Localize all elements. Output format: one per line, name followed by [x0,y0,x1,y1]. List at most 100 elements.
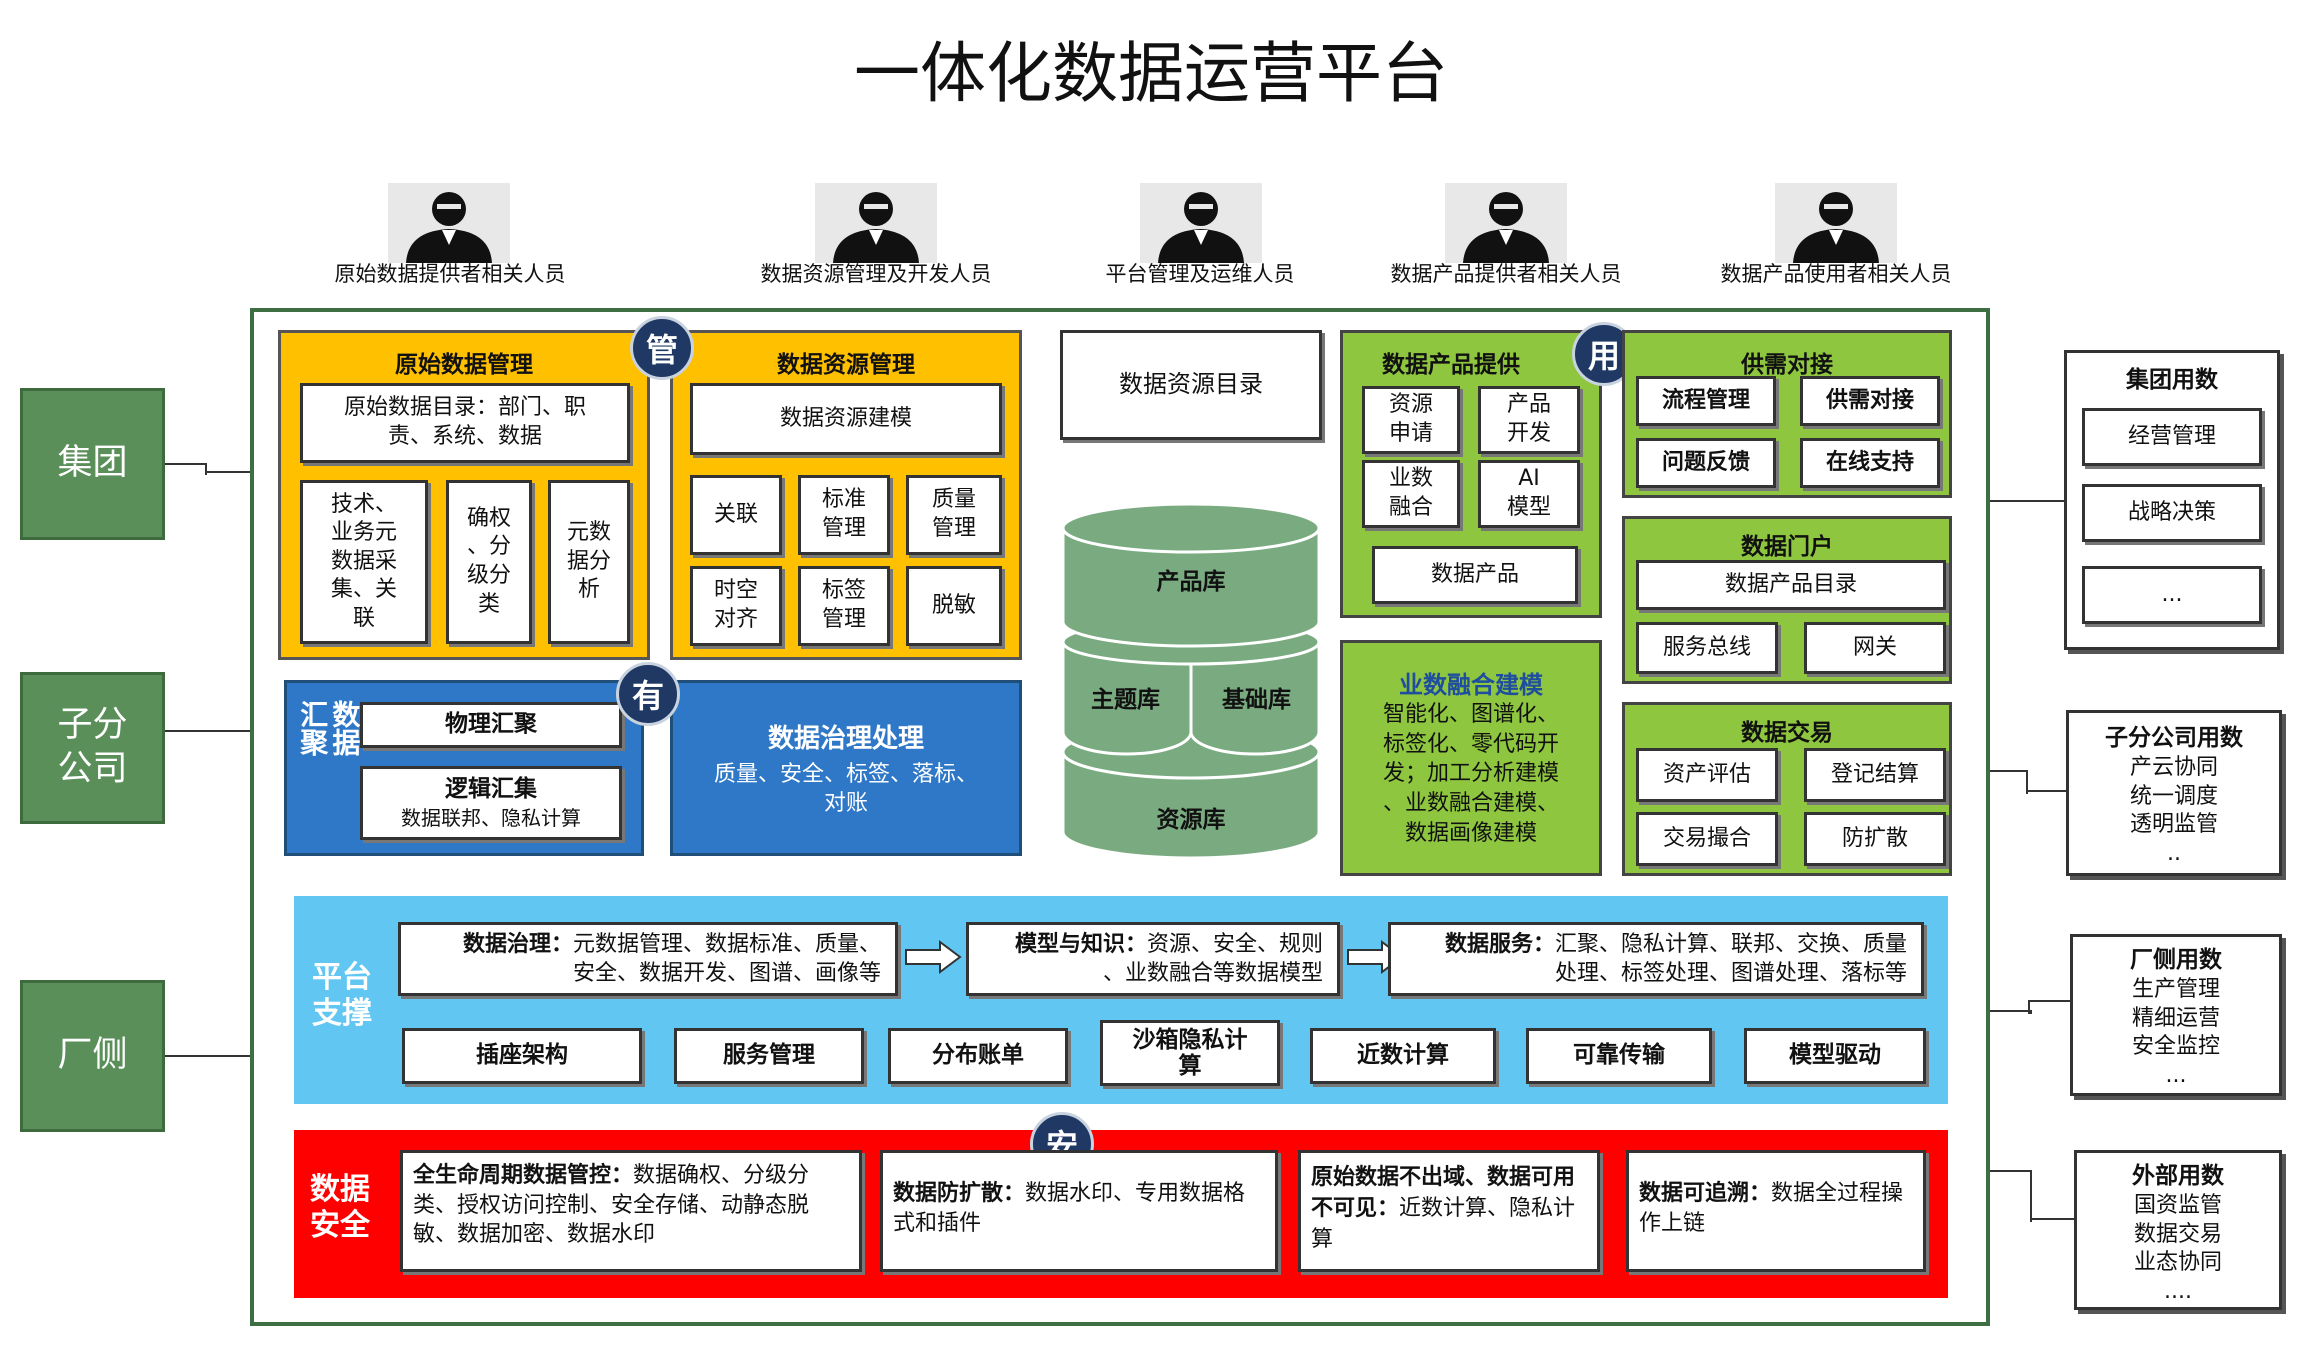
spatiotemporal-alignment: 时空 对齐 [690,566,782,646]
role-label: 数据产品提供者相关人员 [1390,262,1622,286]
resource-modeling: 数据资源建模 [690,383,1002,455]
usage-external: 外部用数 国资监管 数据交易 业态协同 .... [2074,1150,2282,1310]
logical-title: 逻辑汇集 [445,776,537,803]
logical-subtitle: 数据联邦、隐私计算 [401,805,581,830]
role-label: 原始数据提供者相关人员 [334,262,566,286]
connector-line [1990,770,2028,794]
governance-desc: 质量、安全、标签、落标、 对账 [713,761,978,816]
role-label: 数据产品使用者相关人员 [1720,262,1952,286]
standard-management: 标准 管理 [798,475,890,555]
person-icon [388,183,510,263]
data-product: 数据产品 [1372,546,1578,604]
module-reliable-transport: 可靠传输 [1526,1028,1712,1084]
rights-classification: 确权 、分 级分 类 [446,480,532,644]
supply-demand-matching: 供需对接 [1800,376,1940,426]
product-catalog: 数据产品目录 [1636,560,1946,610]
usage-title: 外部用数 [2132,1163,2224,1189]
unit-group: 集团 [20,388,165,540]
gateway: 网关 [1804,622,1946,674]
resource-apply: 资源 申请 [1362,386,1460,454]
usage-title: 厂侧用数 [2130,947,2222,973]
anti-proliferation: 防扩散 [1804,812,1946,866]
flow-bold: 数据治理： [462,932,573,957]
physical-aggregation: 物理汇聚 [360,702,622,748]
fusion-desc: 智能化、图谱化、 标签化、零代码开 发；加工分析建模 、业数融合建模、 数据画像… [1382,702,1559,846]
connector-line [1990,500,2064,504]
logical-aggregation: 逻辑汇集 数据联邦、隐私计算 [360,766,622,840]
usage-more: ... [2082,566,2262,624]
connector-line [2026,790,2066,794]
raw-data-catalog: 原始数据目录：部门、职 责、系统、数据 [300,383,630,463]
flow-model-knowledge: 模型与知识：资源、安全、规则 、业数融合等数据模型 [966,922,1340,996]
connector-line [165,1055,252,1059]
role-group-2 [1140,183,1262,267]
arrow-right-icon [905,940,962,974]
badge-have: 有 [616,662,680,726]
trade-matching: 交易撮合 [1636,812,1778,866]
governance-title: 数据治理处理 [767,723,924,754]
usage-title: 集团用数 [2126,367,2218,393]
db-product: 产品库 [1156,569,1226,595]
role-label: 数据资源管理及开发人员 [760,262,992,286]
connector-line [2028,1000,2072,1014]
db-topic: 主题库 [1091,687,1160,713]
role-group-3 [1445,183,1567,267]
registration-settlement: 登记结算 [1804,748,1946,802]
security-text: 数据水印、专用数据格式和插件 [893,1181,1246,1236]
flow-text: 汇聚、隐私计算、联邦、交换、质量 处理、标签处理、图谱处理、落标等 [1554,932,1907,986]
connector-line [205,471,252,475]
db-resource: 资源库 [1156,807,1226,833]
aggregation-label: 数据 汇聚 [296,700,362,756]
module-service-management: 服务管理 [674,1028,864,1084]
section-title: 数据门户 [1741,534,1833,560]
security-in-domain: 原始数据不出域、数据可用不可见：近数计算、隐私计算 [1298,1150,1600,1272]
product-dev: 产品 开发 [1478,386,1580,454]
usage-subsidiary: 子分公司用数 产云协同 统一调度 透明监管 .. [2066,710,2282,876]
section-title: 数据资源管理 [777,352,915,378]
db-base: 基础库 [1222,687,1291,713]
database-icon [1060,502,1322,862]
connector-line [2030,1218,2074,1222]
module-socket-architecture: 插座架构 [402,1028,642,1084]
usage-strategic-decision: 战略决策 [2082,484,2262,542]
module-distributed-ledger: 分布账单 [888,1028,1068,1084]
platform-label: 平台 支撑 [312,960,372,1031]
security-label: 数据 安全 [310,1172,370,1243]
connector-line [165,463,207,475]
security-bold: 数据可追溯： [1639,1181,1772,1206]
issue-feedback: 问题反馈 [1636,438,1776,488]
usage-plant: 厂侧用数 生产管理 精细运营 安全监控 ... [2070,934,2282,1096]
security-bold: 数据防扩散： [893,1181,1026,1206]
person-icon [1140,183,1262,263]
flow-governance: 数据治理：元数据管理、数据标准、质量、 安全、数据开发、图谱、画像等 [398,922,898,996]
security-text: 数据确权、分级分类、授权访问控制、安全存储、动静态脱敏、数据加密、数据水印 [413,1163,810,1248]
section-title: 数据产品提供 [1382,352,1520,378]
flow-data-service: 数据服务：汇聚、隐私计算、联邦、交换、质量 处理、标签处理、图谱处理、落标等 [1388,922,1924,996]
section-title: 供需对接 [1741,352,1833,378]
resource-catalog: 数据资源目录 [1060,330,1322,440]
flow-bold: 数据服务： [1444,932,1555,957]
person-icon [1445,183,1567,263]
unit-subsidiary: 子分 公司 [20,672,165,824]
role-label: 平台管理及运维人员 [1105,262,1295,286]
usage-text: 生产管理 精细运营 安全监控 ... [2131,977,2220,1088]
tag-management: 标签 管理 [798,566,890,646]
desensitization: 脱敏 [906,566,1002,646]
usage-title: 子分公司用数 [2105,725,2243,751]
metadata-collection: 技术、 业务元 数据采 集、关 联 [300,480,428,644]
person-icon [1775,183,1897,263]
security-traceable: 数据可追溯：数据全过程操作上链 [1626,1150,1926,1272]
unit-plant: 厂侧 [20,980,165,1132]
fusion-modeling: 业数融合建模 智能化、图谱化、 标签化、零代码开 发；加工分析建模 、业数融合建… [1340,640,1602,876]
section-title: 原始数据管理 [395,352,533,378]
quality-management: 质量 管理 [906,475,1002,555]
data-governance: 数据治理处理 质量、安全、标签、落标、 对账 [670,680,1022,856]
security-anti-proliferation: 数据防扩散：数据水印、专用数据格式和插件 [880,1150,1278,1272]
module-model-driven: 模型驱动 [1744,1028,1926,1084]
metadata-analysis: 元数 据分 析 [548,480,630,644]
module-near-data-compute: 近数计算 [1310,1028,1496,1084]
connector-line [1990,1010,2032,1014]
fusion-title: 业数融合建模 [1399,671,1543,699]
database-cylinders [1061,502,1321,860]
security-text: 近数计算、隐私计算 [1311,1195,1576,1252]
